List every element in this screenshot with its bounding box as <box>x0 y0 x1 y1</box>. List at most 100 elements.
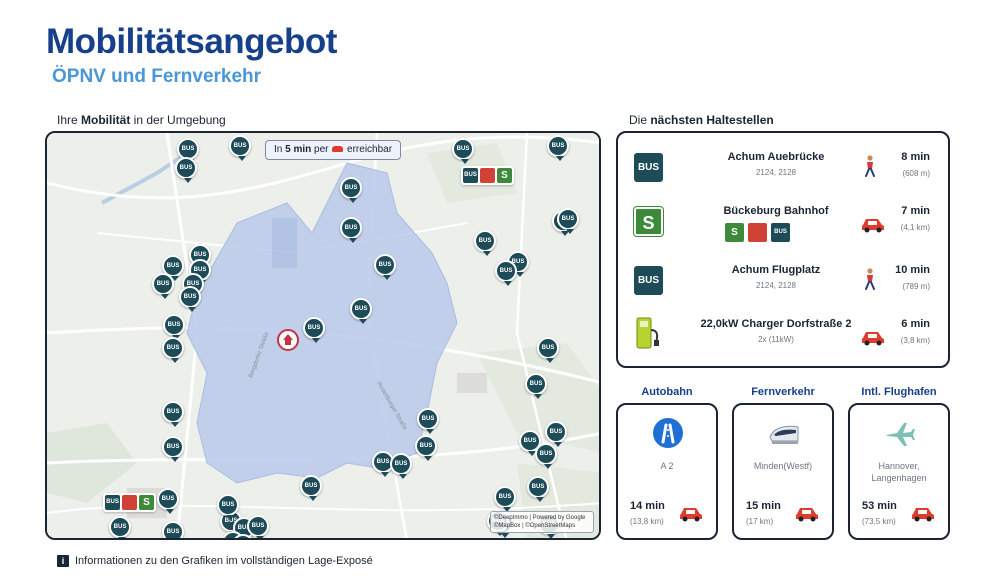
bus-stop-pin[interactable]: BUS <box>109 516 131 538</box>
station-icon-group[interactable]: BUS S <box>103 493 156 512</box>
bus-icon: BUS <box>771 223 790 242</box>
card-time: 53 min <box>862 500 897 512</box>
bus-stop-pin[interactable]: BUS <box>162 255 184 281</box>
sbahn-icon: S <box>725 223 744 242</box>
stop-distance: (3,8 km) <box>900 336 930 345</box>
bus-stop-pin[interactable]: BUS <box>537 337 559 363</box>
bus-stop-pin[interactable]: BUS <box>340 177 362 203</box>
stop-name: 22,0kW Charger Dorfstraße 2 <box>700 318 852 330</box>
bus-stop-pin[interactable]: BUS <box>163 314 185 340</box>
walking-icon <box>865 155 875 177</box>
train-icon <box>480 168 495 183</box>
sbahn-icon: S <box>497 168 512 183</box>
bus-stop-pin[interactable]: BUS <box>474 230 496 256</box>
stop-time: 8 min <box>901 151 930 163</box>
stops-section-label: Die nächsten Haltestellen <box>629 113 774 127</box>
stop-row[interactable]: BUS Achum Flugplatz 2124, 2128 10 min (7… <box>618 260 948 316</box>
stop-time: 7 min <box>901 205 930 217</box>
bus-stop-pin[interactable]: BUS <box>162 436 184 462</box>
map-base: Bergdorfer Straße Rosenburger Straße <box>47 133 599 538</box>
bus-stop-pin[interactable]: BUS <box>340 217 362 243</box>
stop-name: Achum Auebrücke <box>727 151 825 163</box>
bus-stop-pin[interactable]: BUS <box>372 451 394 477</box>
bus-stop-pin[interactable]: BUS <box>162 337 184 363</box>
bus-stop-pin[interactable]: BUS <box>495 260 517 286</box>
car-icon <box>332 146 344 153</box>
stop-distance: (4,1 km) <box>900 223 930 232</box>
bus-stop-pin[interactable]: BUS <box>217 494 239 520</box>
bus-stop-pin[interactable]: BUS <box>303 317 325 343</box>
footer-note: i Informationen zu den Grafiken im volls… <box>57 555 373 567</box>
stop-time: 6 min <box>901 318 930 330</box>
bus-icon: BUS <box>634 266 663 295</box>
bus-stop-pin[interactable]: BUS <box>545 421 567 447</box>
airport-name: Hannover, Langenhagen <box>871 461 927 483</box>
sbahn-icon: S <box>139 495 154 510</box>
bus-stop-pin[interactable]: BUS <box>417 408 439 434</box>
stop-name: Achum Flugplatz <box>731 264 821 276</box>
stop-lines: 2x (11kW) <box>758 335 794 344</box>
bus-stop-pin[interactable]: BUS <box>557 208 579 234</box>
bus-stop-pin[interactable]: BUS <box>247 515 269 538</box>
info-icon[interactable]: i <box>57 555 69 567</box>
page-subtitle: ÖPNV und Fernverkehr <box>52 66 262 87</box>
card-title-autobahn: Autobahn <box>641 386 693 398</box>
mobility-map[interactable]: Bergdorfer Straße Rosenburger Straße In … <box>45 131 601 540</box>
car-icon <box>796 508 818 522</box>
stop-row[interactable]: 22,0kW Charger Dorfstraße 2 2x (11kW) 6 … <box>618 314 948 370</box>
car-icon <box>862 219 884 233</box>
page-title: Mobilitätsangebot <box>46 22 337 61</box>
walking-icon <box>865 268 875 290</box>
highway-icon <box>653 418 683 448</box>
bus-stop-pin[interactable]: BUS <box>350 298 372 324</box>
bus-stop-pin[interactable]: BUS <box>229 135 251 161</box>
stop-row[interactable]: BUS Achum Auebrücke 2124, 2128 8 min (60… <box>618 147 948 203</box>
bus-stop-pin[interactable]: BUS <box>162 401 184 427</box>
fernverkehr-card[interactable]: Minden(Westf) 15 min (17 km) <box>732 403 834 540</box>
map-section-label: Ihre Mobilität in der Umgebung <box>57 113 226 127</box>
station-name: Minden(Westf) <box>753 461 813 471</box>
train-icon <box>122 495 137 510</box>
train-icon <box>769 425 799 444</box>
car-icon <box>912 508 934 522</box>
bus-stop-pin[interactable]: BUS <box>374 254 396 280</box>
card-time: 15 min <box>746 500 781 512</box>
bus-stop-pin[interactable]: BUS <box>452 138 474 164</box>
card-distance: (73,5 km) <box>862 517 896 526</box>
car-icon <box>680 508 702 522</box>
bus-stop-pin[interactable]: BUS <box>525 373 547 399</box>
bus-stop-pin[interactable]: BUS <box>152 273 174 299</box>
sbahn-icon: S <box>634 207 663 236</box>
bus-stop-pin[interactable]: BUS <box>162 521 184 538</box>
bus-stop-pin[interactable]: BUS <box>535 443 557 469</box>
stop-row[interactable]: S Bückeburg Bahnhof S BUS 7 min (4,1 km) <box>618 201 948 257</box>
train-icon <box>748 223 767 242</box>
home-location-icon[interactable] <box>277 329 299 351</box>
card-distance: (13,8 km) <box>630 517 664 526</box>
bus-stop-pin[interactable]: BUS <box>157 488 179 514</box>
stop-lines: 2124, 2128 <box>755 281 797 290</box>
card-title-fernverkehr: Fernverkehr <box>751 386 815 398</box>
card-distance: (17 km) <box>746 517 774 526</box>
bus-stop-pin[interactable]: BUS <box>527 476 549 502</box>
ev-charger-icon <box>636 317 659 349</box>
reachability-badge: In 5 min per erreichbar <box>265 140 402 160</box>
flughafen-card[interactable]: Hannover, Langenhagen 53 min (73,5 km) <box>848 403 950 540</box>
bus-stop-pin[interactable]: BUS <box>415 435 437 461</box>
station-icon-group[interactable]: BUS S <box>461 166 514 185</box>
bus-stop-pin[interactable]: BUS <box>547 135 569 161</box>
bus-stop-pin[interactable]: BUS <box>390 453 412 479</box>
autobahn-card[interactable]: A 2 14 min (13,8 km) <box>616 403 718 540</box>
bus-stop-pin[interactable]: BUS <box>175 157 197 183</box>
bus-stop-pin[interactable]: BUS <box>494 486 516 512</box>
card-time: 14 min <box>630 500 665 512</box>
bus-icon: BUS <box>463 168 478 183</box>
stop-name: Bückeburg Bahnhof <box>723 205 829 217</box>
stop-distance: (608 m) <box>902 169 930 178</box>
bus-stop-pin[interactable]: BUS <box>179 286 201 312</box>
bus-stop-pin[interactable]: BUS <box>300 475 322 501</box>
footer-text: Informationen zu den Grafiken im vollstä… <box>75 555 373 567</box>
car-icon <box>862 332 884 346</box>
stop-time: 10 min <box>895 264 930 276</box>
bus-stop-pin[interactable]: BUS <box>519 430 541 456</box>
